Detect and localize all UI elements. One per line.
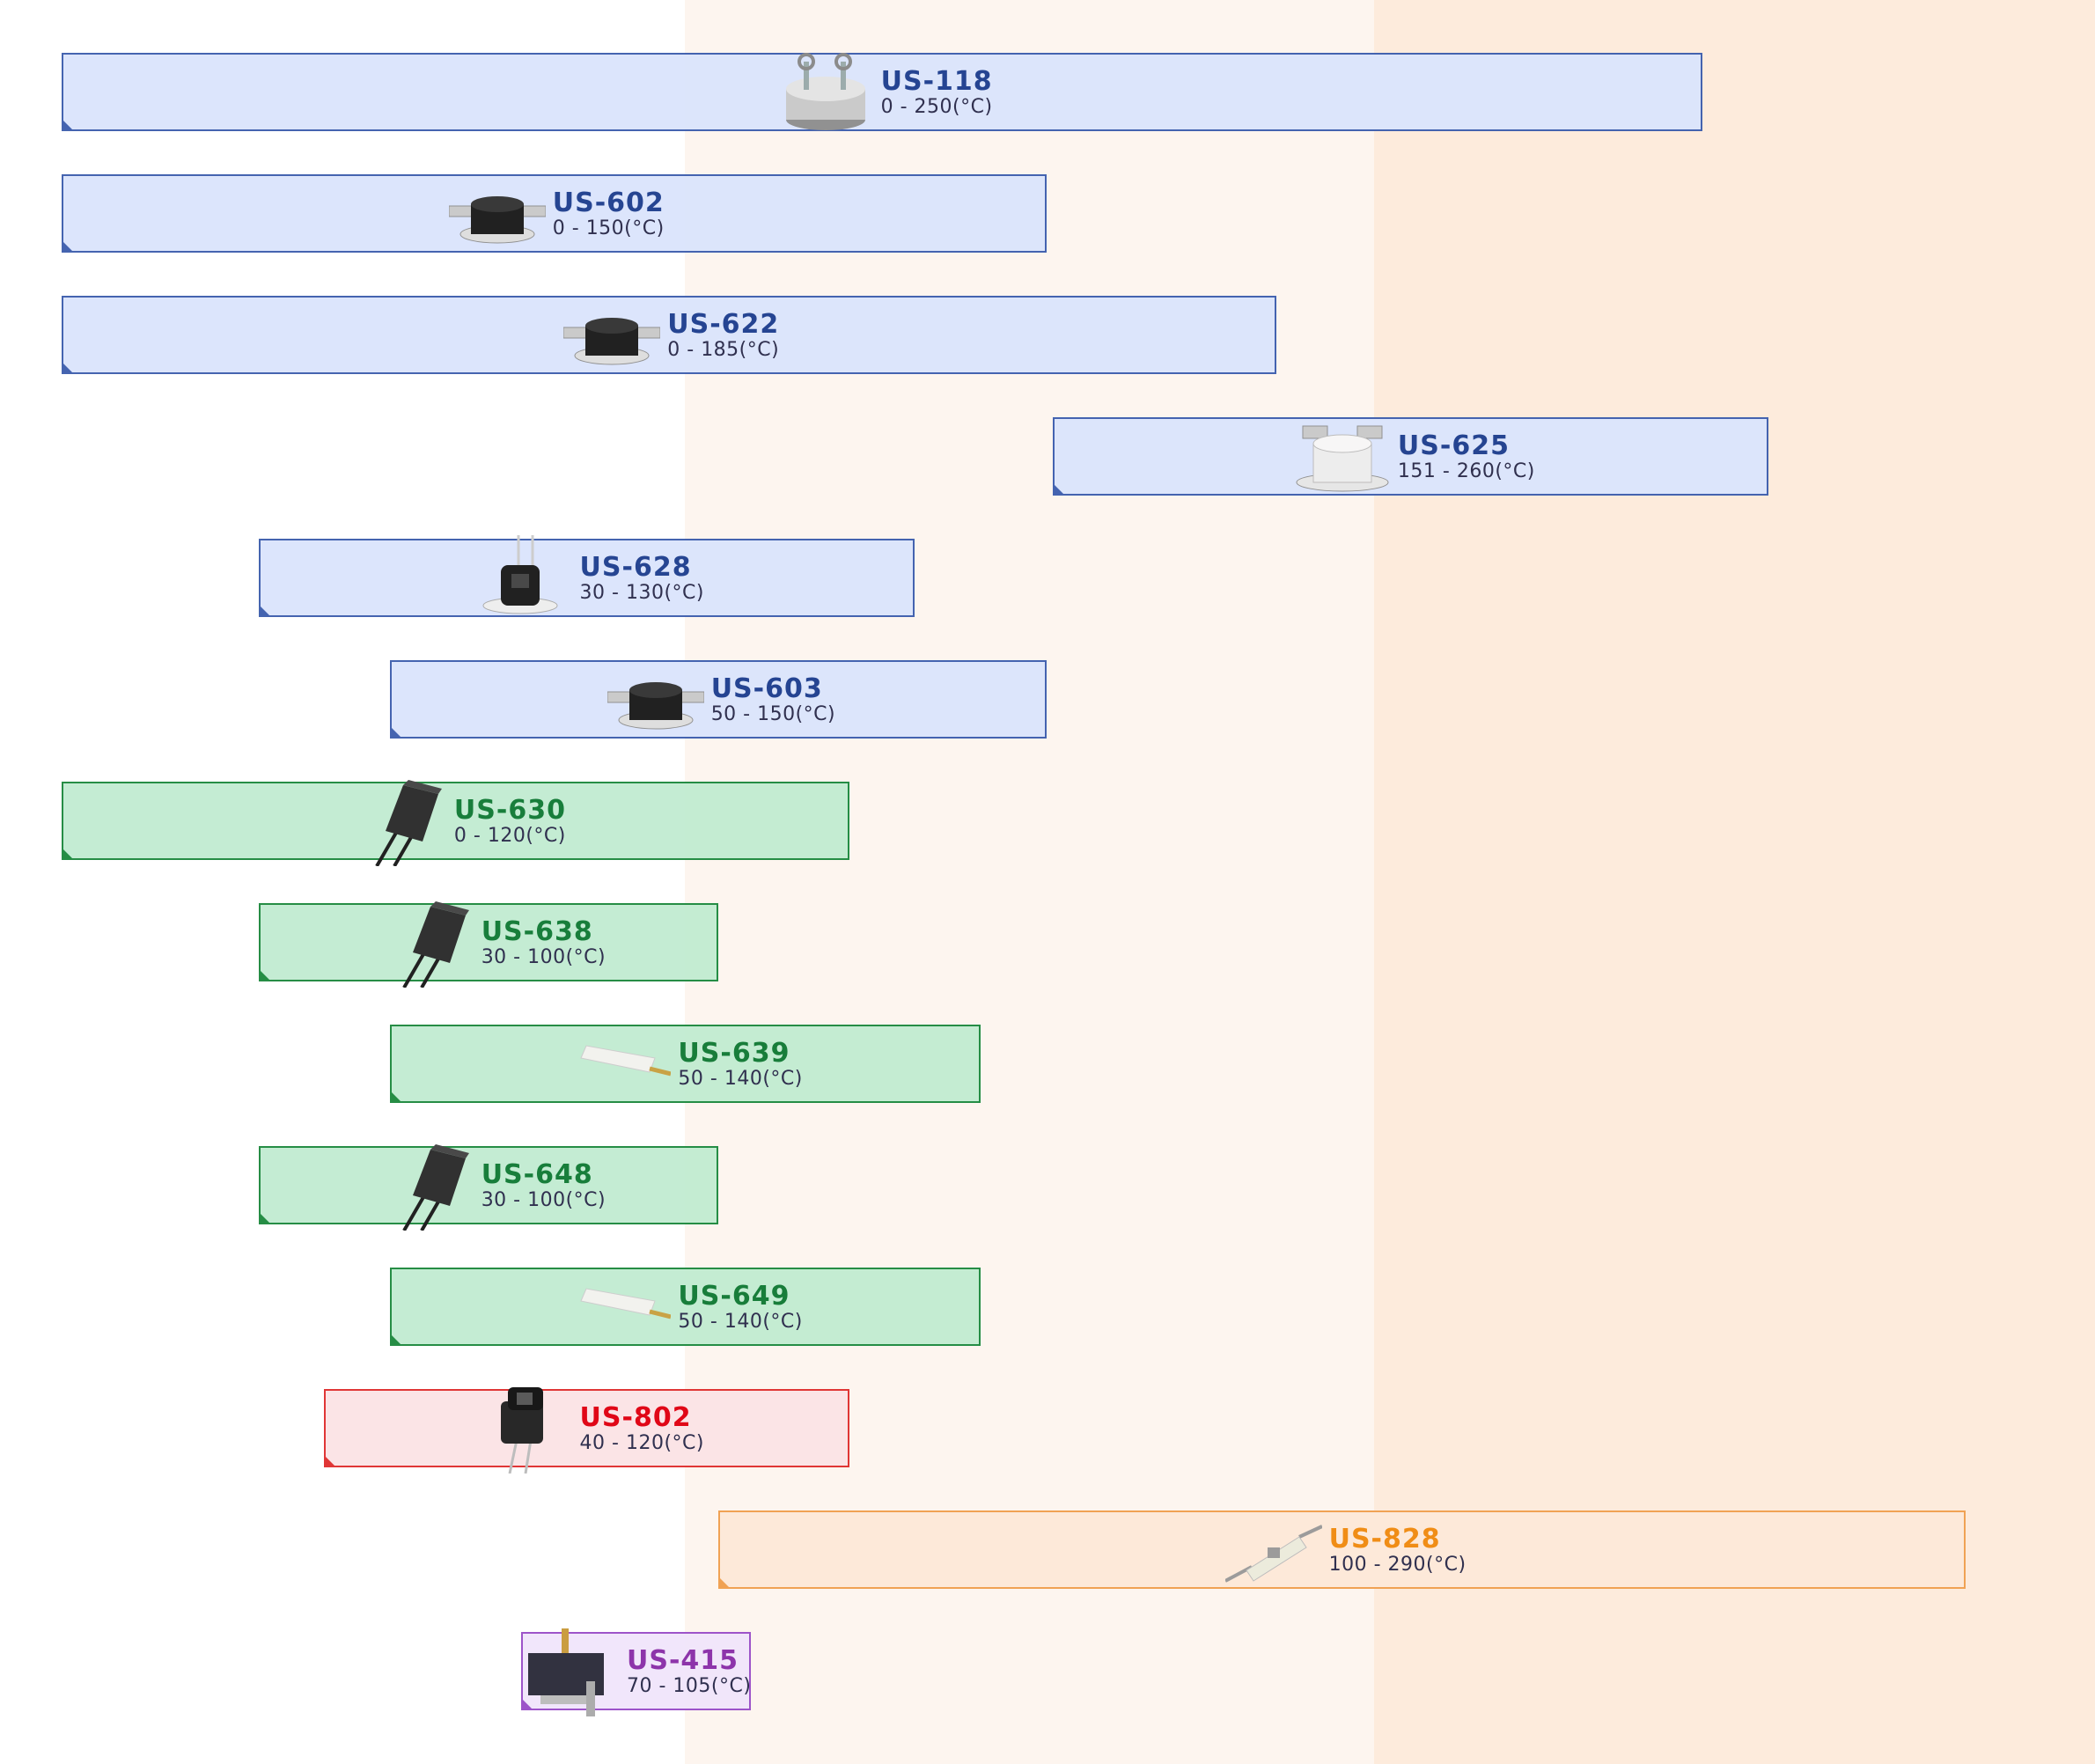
bar-corner-marker (62, 119, 74, 131)
bimetal-disc-thermostat-icon (562, 292, 661, 380)
adjustable-thermostat-icon (523, 1628, 620, 1716)
black-resin-protector-icon (378, 900, 474, 989)
model-name: US-622 (667, 309, 780, 340)
temperature-range: 0 - 150(°C) (552, 217, 665, 239)
model-name: US-802 (579, 1402, 692, 1433)
temperature-range: 30 - 130(°C) (579, 582, 704, 604)
temperature-range: 50 - 140(°C) (678, 1068, 803, 1090)
model-name: US-118 (880, 66, 993, 97)
bar-corner-marker (389, 1334, 402, 1346)
background-zone-1 (685, 0, 1375, 1764)
temperature-range: 50 - 140(°C) (678, 1311, 803, 1333)
ceramic-disc-thermostat-icon (1294, 414, 1391, 502)
bar-corner-marker (62, 362, 74, 374)
model-name: US-828 (1328, 1524, 1441, 1555)
model-name: US-625 (1397, 430, 1510, 461)
bar-corner-marker (389, 726, 402, 739)
bar-corner-marker (389, 1091, 402, 1103)
model-name: US-639 (678, 1038, 790, 1069)
bar-corner-marker (258, 969, 271, 981)
model-name: US-603 (710, 673, 823, 704)
background-zone-2 (1374, 0, 2095, 1764)
to220-thermostat-icon (476, 1385, 573, 1474)
bar-corner-marker (62, 848, 74, 860)
temperature-range: 0 - 185(°C) (667, 339, 780, 361)
temperature-range: 0 - 250(°C) (880, 96, 993, 118)
bar-corner-marker (258, 605, 271, 617)
temperature-range: 0 - 120(°C) (453, 825, 566, 847)
model-name: US-630 (453, 795, 566, 826)
temperature-range: 50 - 150(°C) (710, 703, 836, 725)
lead-wire-thermostat-icon (476, 535, 573, 623)
model-name: US-628 (579, 552, 692, 583)
bar-corner-marker (324, 1455, 337, 1467)
temperature-range: 100 - 290(°C) (1328, 1554, 1466, 1576)
black-resin-protector-icon (350, 778, 447, 868)
temperature-range: 30 - 100(°C) (481, 1189, 606, 1211)
temperature-range: 151 - 260(°C) (1397, 460, 1535, 482)
bar-corner-marker (717, 1577, 731, 1589)
bar-corner-marker (520, 1698, 533, 1710)
bar-corner-marker (258, 1212, 271, 1224)
can-thermostat-icon (777, 49, 874, 137)
model-name: US-649 (678, 1281, 790, 1312)
temperature-range: 40 - 120(°C) (579, 1432, 704, 1454)
bar-corner-marker (1053, 483, 1065, 496)
model-name: US-415 (626, 1645, 739, 1676)
model-name: US-648 (481, 1159, 593, 1190)
temperature-range: 70 - 105(°C) (626, 1675, 752, 1697)
bimetal-disc-thermostat-icon (448, 171, 547, 259)
model-name: US-638 (481, 916, 593, 947)
temperature-range: 30 - 100(°C) (481, 946, 606, 968)
model-name: US-602 (552, 187, 665, 218)
ceramic-axial-thermostat-icon (1224, 1507, 1323, 1595)
white-case-protector-icon (574, 1021, 673, 1109)
white-case-protector-icon (574, 1264, 673, 1352)
bar-corner-marker (62, 240, 74, 253)
black-resin-protector-icon (378, 1143, 474, 1232)
bimetal-disc-thermostat-icon (606, 657, 705, 745)
